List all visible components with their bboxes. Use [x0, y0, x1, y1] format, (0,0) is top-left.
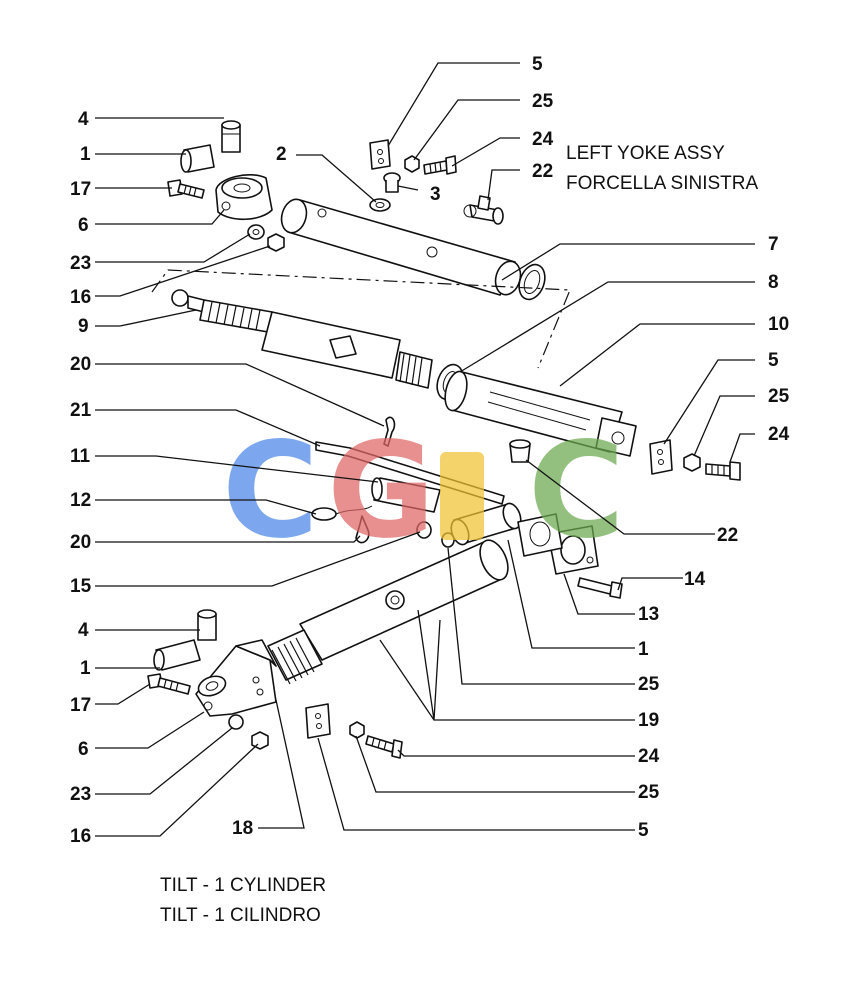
split-pin-20-lower	[355, 515, 370, 544]
callout-25-lower-right: 25	[638, 674, 660, 695]
nut-top	[404, 155, 420, 173]
yoke-upper	[215, 174, 273, 221]
callout-4-lower: 4	[78, 620, 89, 641]
callout-19: 19	[638, 710, 659, 731]
callout-numbers: 5 25 24 22 4 2 1 3 17 6 23 7 16 8 9 10 2…	[70, 54, 790, 847]
bushing-1-upper	[180, 144, 215, 173]
nut-16-lower	[251, 731, 269, 750]
callout-25-right: 25	[768, 386, 790, 407]
callout-15: 15	[70, 576, 92, 597]
washer-23-lower	[228, 714, 244, 730]
assy-subtitle: FORCELLA SINISTRA	[566, 173, 758, 194]
split-pin-20-upper	[383, 416, 396, 447]
pin-11	[371, 477, 441, 513]
watermark-letter-c1: C	[222, 414, 319, 568]
callout-16-lower: 16	[70, 826, 91, 847]
callout-5-lower: 5	[638, 820, 649, 841]
callout-24-lower: 24	[638, 746, 660, 767]
callout-1-right: 1	[638, 639, 649, 660]
callout-9: 9	[78, 316, 89, 337]
cylinder-barrel-lower	[444, 370, 637, 457]
bracket-plate-top	[369, 139, 391, 170]
nut-16-upper	[267, 233, 285, 252]
bolt-17-lower	[147, 673, 191, 695]
fitting-22-lower	[509, 439, 531, 463]
callout-2: 2	[276, 144, 287, 165]
bolt-17-upper	[167, 179, 205, 199]
callout-14: 14	[684, 569, 706, 590]
washer-23-upper	[247, 224, 265, 240]
assembly-bracket-line	[151, 269, 571, 369]
watermark-logo: C G C	[222, 414, 625, 568]
callout-1-top: 1	[80, 144, 91, 165]
grease-fitting-3	[369, 172, 401, 212]
callout-3: 3	[430, 184, 441, 205]
pin-4-upper	[221, 120, 241, 153]
caption-italian: TILT - 1 CILINDRO	[160, 905, 321, 926]
bolt-right	[705, 461, 741, 481]
callout-17-top: 17	[70, 179, 91, 200]
callout-5-right: 5	[768, 350, 779, 371]
callout-23-top: 23	[70, 253, 91, 274]
lanyard-12	[311, 505, 373, 521]
yoke-lower	[195, 639, 277, 717]
callout-10: 10	[768, 314, 789, 335]
bolt-top	[423, 155, 457, 175]
bracket-plate-lower	[305, 703, 331, 739]
nut-right	[683, 453, 701, 472]
callout-22-top: 22	[532, 161, 553, 182]
bracket-plate-right	[649, 439, 673, 475]
callout-1-lower: 1	[80, 658, 91, 679]
callout-23-lower: 23	[70, 784, 91, 805]
callout-11: 11	[70, 446, 91, 467]
callout-25-top: 25	[532, 91, 554, 112]
seal-ring-upper	[518, 263, 546, 301]
watermark-letter-c2: C	[528, 414, 625, 568]
assy-title: LEFT YOKE ASSY	[566, 143, 725, 164]
callout-20-top: 20	[70, 354, 91, 375]
callout-13: 13	[638, 604, 659, 625]
callout-18: 18	[232, 818, 253, 839]
caption-english: TILT - 1 CYLINDER	[160, 875, 326, 896]
callout-8: 8	[768, 272, 779, 293]
bolt-14	[577, 577, 623, 599]
watermark-letter-g: G	[327, 414, 435, 568]
callout-5-top: 5	[532, 54, 543, 75]
callout-21: 21	[70, 400, 92, 421]
piston-rod-9	[171, 289, 433, 389]
callout-25-lower: 25	[638, 782, 660, 803]
callout-6-lower: 6	[78, 739, 89, 760]
gasket-mid	[517, 513, 563, 557]
callout-7: 7	[768, 234, 779, 255]
nut-lower	[349, 721, 365, 739]
callout-24-right: 24	[768, 424, 790, 445]
bushing-1-lower	[153, 639, 201, 671]
callout-6-top: 6	[78, 215, 89, 236]
callout-4-top: 4	[78, 109, 89, 130]
callout-17-lower: 17	[70, 695, 91, 716]
callout-20-lower: 20	[70, 532, 91, 553]
callout-12: 12	[70, 490, 91, 511]
callout-24-top: 24	[532, 129, 554, 150]
fitting-22-top	[463, 195, 504, 225]
bolt-lower	[365, 735, 403, 759]
leader-lines	[95, 62, 755, 837]
callout-22-right: 22	[717, 525, 738, 546]
watermark-yellow-bar	[440, 452, 484, 540]
washer-15	[416, 521, 432, 539]
callout-16-top: 16	[70, 287, 91, 308]
pin-4-lower	[197, 609, 217, 641]
